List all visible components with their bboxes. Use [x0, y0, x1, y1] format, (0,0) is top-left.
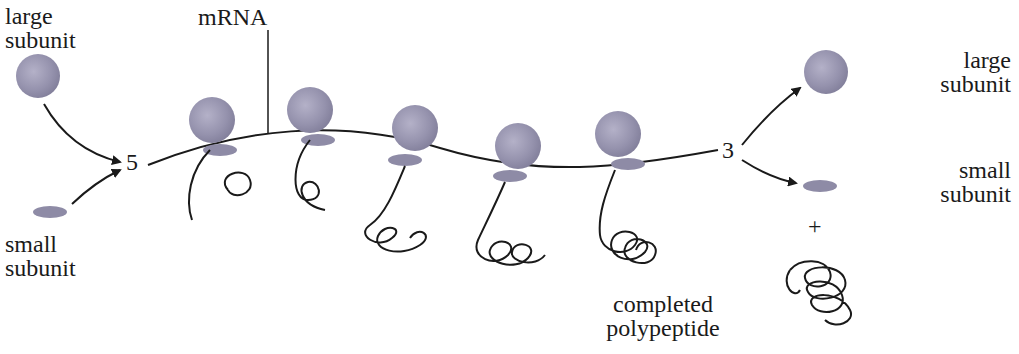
part-label: + [808, 214, 832, 238]
ribosome [287, 87, 335, 146]
part-label: large subunit [5, 4, 105, 52]
assembly-arrow [72, 170, 120, 204]
ribosome [189, 97, 237, 156]
part-label: 3 [722, 138, 742, 162]
ribosome [388, 105, 438, 166]
completed-polypeptide [787, 261, 851, 324]
part-label: mRNA [198, 5, 278, 29]
release-arrow [742, 88, 800, 145]
part-label: large subunit [893, 48, 1011, 96]
large-subunit [804, 50, 848, 94]
release-arrow [742, 160, 796, 183]
large-subunit [16, 54, 60, 98]
small-subunit [803, 180, 837, 192]
small-subunit [33, 206, 67, 218]
polypeptide-chain [189, 140, 656, 265]
part-label: 5 [126, 150, 146, 174]
part-label: small subunit [5, 232, 115, 280]
part-label: completed polypeptide [583, 292, 743, 340]
leader-line [267, 30, 269, 134]
ribosome [493, 123, 541, 182]
ribosome [595, 111, 645, 170]
part-label: small subunit [893, 158, 1011, 206]
assembly-arrow [44, 104, 120, 162]
